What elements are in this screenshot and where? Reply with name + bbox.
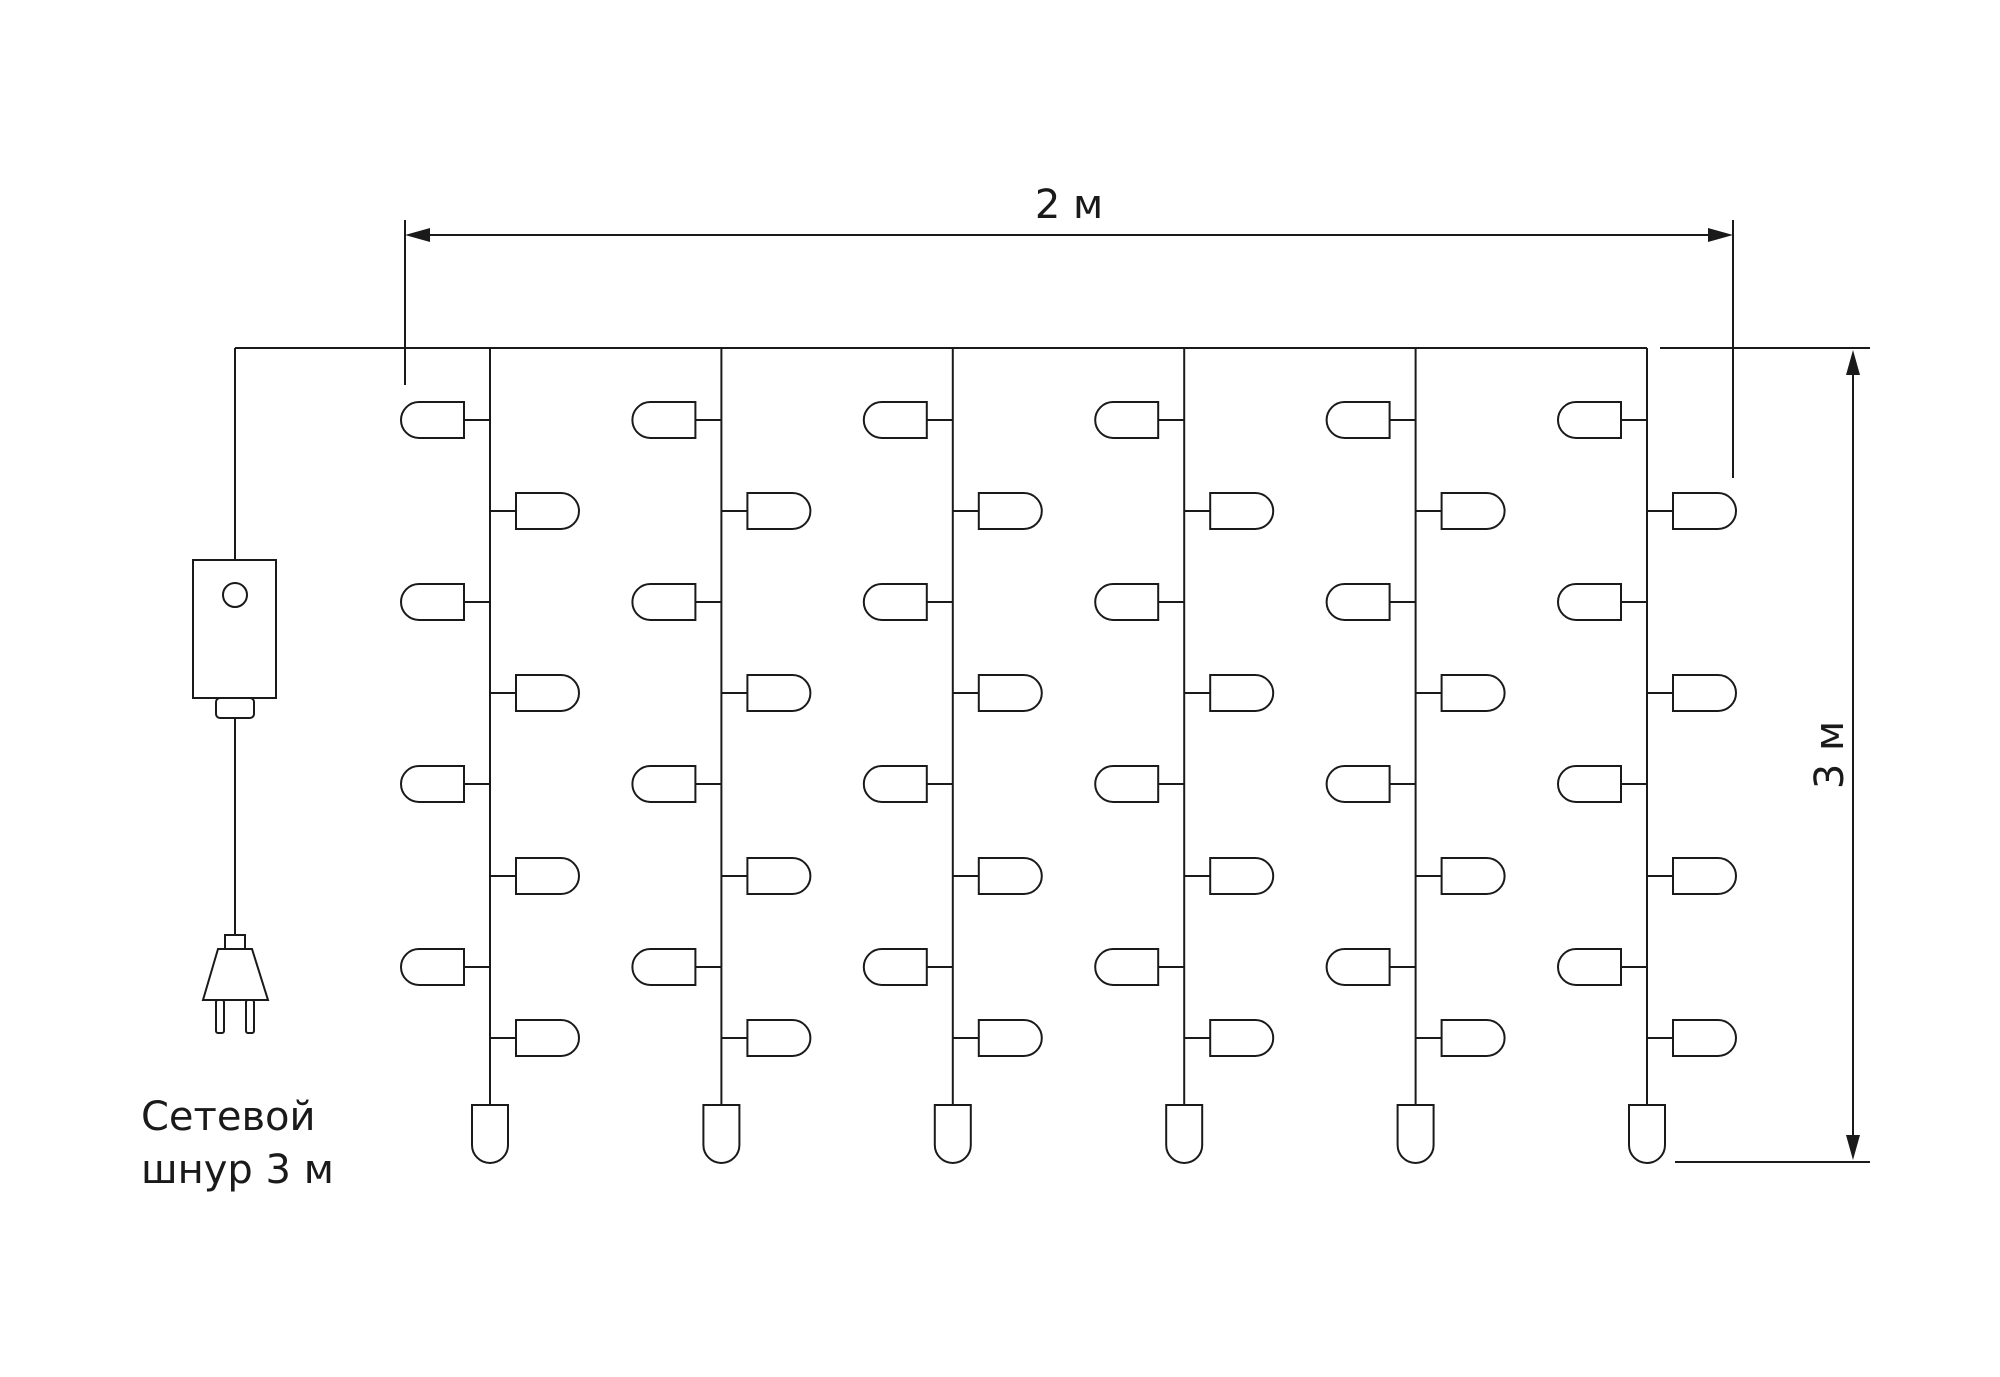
led-bulb-icon [631, 948, 722, 986]
led-bulb-icon [952, 674, 1043, 712]
led-bulb-icon [862, 948, 953, 986]
led-bulb-icon [400, 583, 490, 621]
led-bulb-icon [1415, 674, 1506, 712]
led-bulb-icon [1415, 492, 1506, 530]
led-bulb-icon [1094, 765, 1185, 803]
led-strand [1094, 348, 1275, 1164]
arrow-right-icon [1708, 228, 1733, 242]
led-bulb-icon [952, 857, 1043, 895]
led-bulb-icon [1647, 1019, 1737, 1057]
led-bulb-icon [1094, 948, 1185, 986]
power-plug-icon [201, 934, 270, 1034]
led-bulb-icon [490, 857, 580, 895]
led-bulb-icon [862, 401, 953, 439]
height-label: 3 м [1807, 721, 1853, 789]
led-bulb-icon [1094, 401, 1185, 439]
led-bulb-icon [862, 765, 953, 803]
controller-box-icon [192, 559, 277, 719]
led-bulb-icon [1396, 1104, 1435, 1164]
led-bulb-icon [1647, 857, 1737, 895]
top-wire [234, 347, 1647, 560]
led-bulb-icon [490, 1019, 580, 1057]
cord-label-line2: шнур 3 м [141, 1147, 334, 1193]
led-bulb-icon [631, 583, 722, 621]
led-bulb-icon [1557, 401, 1647, 439]
arrow-left-icon [405, 228, 430, 242]
led-bulb-icon [631, 765, 722, 803]
led-bulb-icon [490, 492, 580, 530]
width-dimension: 2 м [404, 182, 1734, 478]
led-bulb-icon [1184, 492, 1275, 530]
led-bulb-icon [400, 401, 490, 439]
height-dimension: 3 м [1660, 347, 1870, 1163]
led-strand [1557, 348, 1737, 1164]
led-strand [400, 348, 580, 1164]
led-bulb-icon [721, 492, 812, 530]
led-bulb-icon [1415, 857, 1506, 895]
led-strands [400, 348, 1737, 1164]
led-bulb-icon [471, 1104, 509, 1164]
led-bulb-icon [1094, 583, 1185, 621]
led-strand [1325, 348, 1506, 1164]
led-bulb-icon [1325, 401, 1416, 439]
led-bulb-icon [631, 401, 722, 439]
led-bulb-icon [1325, 948, 1416, 986]
led-bulb-icon [1557, 765, 1647, 803]
led-bulb-icon [721, 1019, 812, 1057]
led-strand [862, 348, 1043, 1164]
arrow-up-icon [1846, 350, 1860, 375]
led-bulb-icon [1557, 948, 1647, 986]
arrow-down-icon [1846, 1135, 1860, 1160]
led-bulb-icon [862, 583, 953, 621]
led-bulb-icon [933, 1104, 972, 1164]
led-bulb-icon [952, 492, 1043, 530]
led-bulb-icon [1184, 674, 1275, 712]
led-bulb-icon [721, 674, 812, 712]
cord-label-line1: Сетевой [141, 1094, 316, 1140]
led-bulb-icon [1647, 674, 1737, 712]
led-bulb-icon [1415, 1019, 1506, 1057]
led-bulb-icon [490, 674, 580, 712]
led-bulb-icon [1647, 492, 1737, 530]
led-bulb-icon [1628, 1104, 1666, 1164]
led-bulb-icon [1325, 765, 1416, 803]
led-bulb-icon [1325, 583, 1416, 621]
led-bulb-icon [702, 1104, 741, 1164]
led-bulb-icon [1557, 583, 1647, 621]
led-bulb-icon [1165, 1104, 1204, 1164]
led-bulb-icon [721, 857, 812, 895]
led-bulb-icon [400, 765, 490, 803]
led-bulb-icon [1184, 1019, 1275, 1057]
led-bulb-icon [1184, 857, 1275, 895]
width-label: 2 м [1035, 182, 1103, 228]
led-bulb-icon [400, 948, 490, 986]
led-bulb-icon [952, 1019, 1043, 1057]
led-strand [631, 348, 812, 1164]
